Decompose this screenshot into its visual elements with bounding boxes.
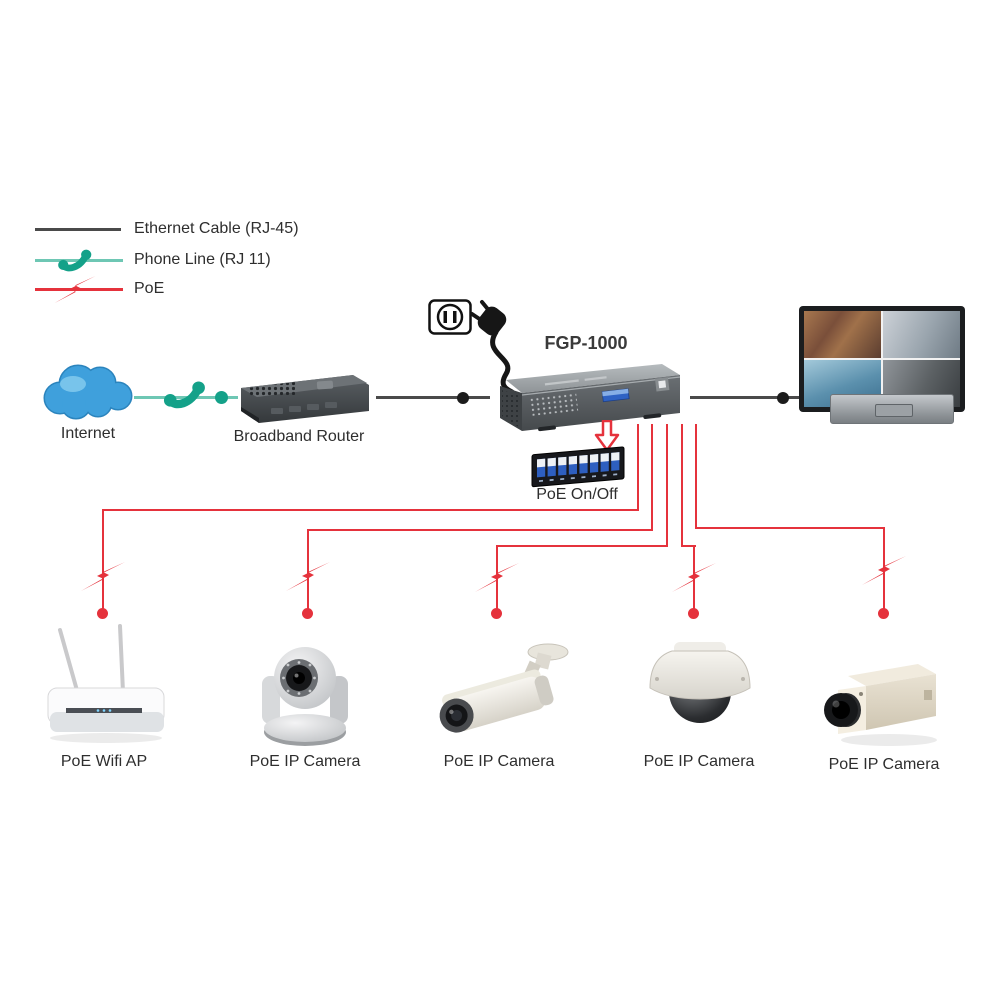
camera-feed-1 [804,311,881,358]
down-arrow-icon [594,420,620,452]
ethernet-connection-dot [777,392,789,404]
lightning-bolt-icon [862,556,906,585]
poe-switch-image [500,364,681,432]
switch-model-label: FGP-1000 [544,333,628,353]
legend-poe-line [35,288,123,291]
poe-cable-run-4 [681,545,696,547]
ethernet-segment-left [376,396,490,399]
poe-cable-stub-4 [681,424,683,547]
poe-ip-camera-dome-image [649,642,751,723]
poe-cable-stub-5 [695,424,697,529]
internet-label: Internet [60,425,116,442]
camera-feed-2 [883,311,960,358]
dvr-image [830,394,954,424]
poe-cable-stub-3 [666,424,668,547]
legend-poe-label: PoE [134,280,165,297]
lightning-bolt-icon [475,563,519,592]
device-label: PoE IP Camera [443,753,555,770]
phone-connection-dot [215,391,228,404]
poe-cable-stub-1 [637,424,639,511]
device-label: PoE IP Camera [828,756,940,773]
poe-connection-dot [688,608,699,619]
lightning-bolt-icon [54,276,96,304]
poe-cable-stub-2 [651,424,653,531]
legend-ethernet-line [35,228,121,231]
legend-phone-label: Phone Line (RJ 11) [134,251,271,268]
poe-ip-camera-box-image [824,664,937,746]
poe-cable-run-3 [496,545,668,547]
internet-cloud-icon [43,364,133,420]
poe-ip-camera-ptz-image [262,647,348,746]
poe-connection-dot [97,608,108,619]
device-label: PoE IP Camera [249,753,361,770]
poe-cable-run-5 [695,527,885,529]
poe-cable-drop-1 [102,509,104,613]
poe-connection-dot [302,608,313,619]
poe-connection-dot [878,608,889,619]
dip-switch-label: PoE On/Off [536,486,618,503]
phone-handset-icon [163,381,205,409]
quad-view [804,311,960,407]
device-label: PoE IP Camera [643,753,755,770]
phone-handset-icon [58,249,92,272]
ethernet-segment-right [690,396,802,399]
router-label: Broadband Router [233,428,365,445]
surveillance-monitor-image [799,306,965,412]
poe-wifi-ap-image [47,624,165,743]
broadband-router-image [241,375,369,423]
power-outlet-icon [428,299,472,335]
poe-ip-camera-bullet-image [439,643,569,733]
poe-cable-drop-2 [307,529,309,613]
lightning-bolt-icon [81,562,125,591]
ethernet-connection-dot [457,392,469,404]
poe-cable-run-1 [103,509,639,511]
poe-connection-dot [491,608,502,619]
device-label: PoE Wifi AP [60,753,148,770]
legend-ethernet-label: Ethernet Cable (RJ-45) [134,220,299,237]
lightning-bolt-icon [672,563,716,592]
poe-cable-run-2 [307,529,653,531]
dip-switch-image [531,446,625,488]
lightning-bolt-icon [286,562,330,591]
dvr-disc-slot [875,404,913,417]
